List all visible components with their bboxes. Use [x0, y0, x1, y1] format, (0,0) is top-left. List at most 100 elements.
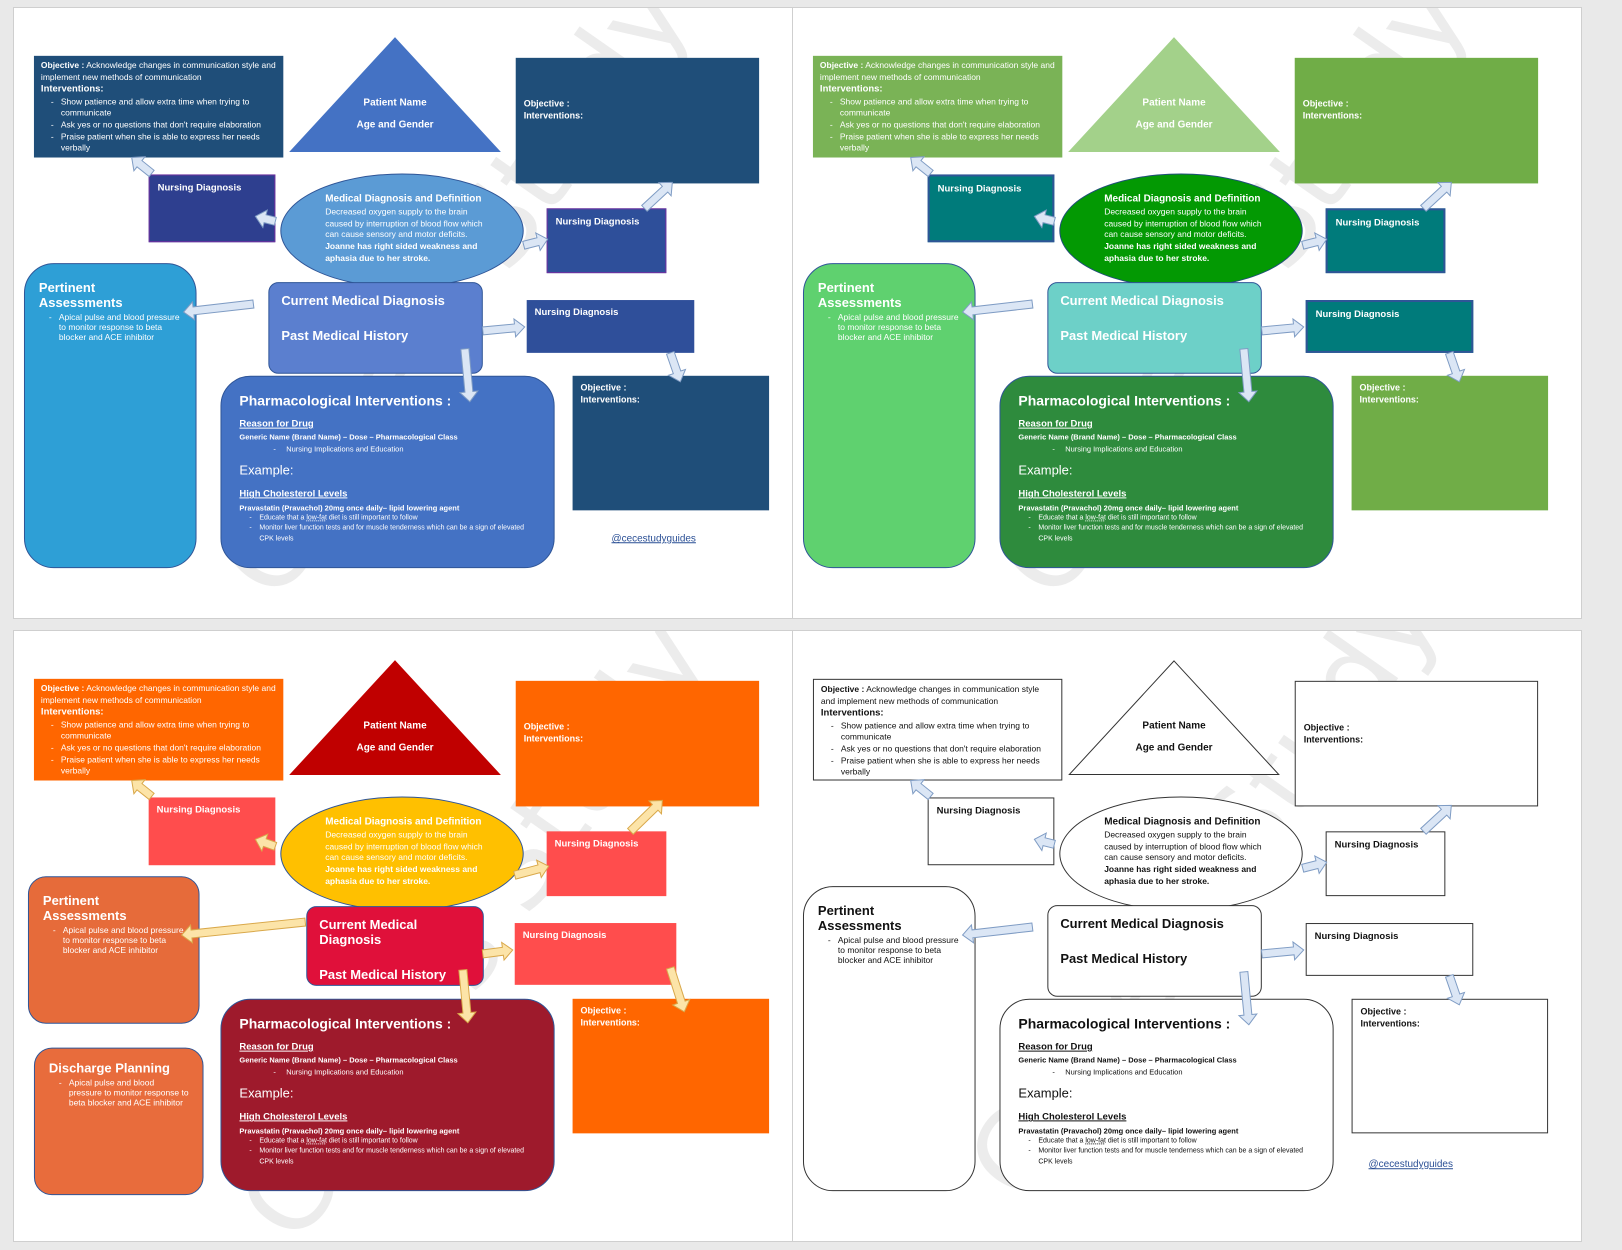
- medical-diagnosis-title: Medical Diagnosis and Definition: [325, 193, 482, 205]
- high-cholesterol: High Cholesterol Levels: [1018, 488, 1127, 500]
- panel-orange: Cece's Study Guides Objective : Acknowle…: [13, 630, 803, 1242]
- objective-label: Objective :: [580, 382, 627, 393]
- objective-box-empty: Objective : Interventions:: [515, 680, 760, 807]
- pharmacological-interventions-title: Pharmacological Interventions :: [239, 392, 452, 409]
- medical-diagnosis-definition: Decreased oxygen supply to the brain cau…: [325, 829, 483, 863]
- medical-diagnosis-note: Joanne has right sided weakness and apha…: [325, 241, 478, 263]
- nursing-diagnosis-label: Nursing Diagnosis: [1314, 931, 1399, 942]
- medical-diagnosis-ellipse: Medical Diagnosis and Definition Decreas…: [1059, 173, 1303, 289]
- generic-name-line: Generic Name (Brand Name) – Dose – Pharm…: [1018, 1055, 1237, 1065]
- intervention-item: Show patience and allow extra time when …: [830, 96, 1055, 119]
- reason-for-drug: Reason for Drug: [239, 1041, 314, 1053]
- pharmacological-interventions-box: Pharmacological Interventions : Reason f…: [220, 375, 555, 569]
- current-medical-diagnosis-label: Current Medical Diagnosis: [319, 917, 418, 947]
- educate-text-b: diet is still important to follow: [326, 514, 418, 522]
- current-medical-diagnosis-label: Current Medical Diagnosis: [1060, 916, 1224, 932]
- pertinent-assessments-box: Pertinent Assessments Apical pulse and b…: [23, 263, 197, 569]
- intervention-item: Show patience and allow extra time when …: [831, 720, 1054, 743]
- objective-label: Objective :: [1359, 382, 1406, 393]
- medical-diagnosis-title: Medical Diagnosis and Definition: [325, 816, 482, 828]
- objective-box-empty: Objective : Interventions:: [1351, 375, 1549, 511]
- example-label: Example:: [1018, 1085, 1073, 1101]
- pertinent-assessments-box: Pertinent Assessments Apical pulse and b…: [802, 886, 976, 1192]
- medical-diagnosis-ellipse: Medical Diagnosis and Definition Decreas…: [280, 796, 524, 912]
- assessment-item: Apical pulse and blood pressure to monit…: [828, 312, 961, 342]
- current-medical-diagnosis-label: Current Medical Diagnosis: [281, 293, 445, 309]
- generic-name-line: Generic Name (Brand Name) – Dose – Pharm…: [239, 1055, 458, 1065]
- patient-triangle: Patient Name Age and Gender: [1067, 659, 1280, 777]
- nursing-implications: - Nursing Implications and Education: [273, 444, 404, 454]
- handle-link[interactable]: @cecestudyguides: [1368, 1159, 1453, 1171]
- intervention-item: Praise patient when she is able to expre…: [51, 131, 276, 154]
- discharge-planning-title: Discharge Planning: [48, 1060, 170, 1076]
- interventions-label: Interventions:: [1302, 111, 1363, 122]
- patient-name: Patient Name: [363, 720, 427, 732]
- educate-item: Educate that a low-fat diet is still imp…: [249, 513, 535, 523]
- interventions-label: Interventions:: [523, 111, 584, 122]
- low-fat-text: low-fat: [306, 1137, 327, 1145]
- educate-text-b: diet is still important to follow: [1105, 1137, 1197, 1145]
- educate-item: Educate that a low-fat diet is still imp…: [1028, 513, 1314, 523]
- objective-label: Objective :: [523, 98, 570, 109]
- educate-text-b: diet is still important to follow: [1105, 514, 1197, 522]
- pravastatin-line: Pravastatin (Pravachol) 20mg once daily–…: [239, 502, 460, 512]
- nursing-diagnosis-label: Nursing Diagnosis: [1334, 839, 1419, 851]
- objective-box-empty: Objective : Interventions:: [1351, 998, 1549, 1134]
- age-gender: Age and Gender: [1135, 742, 1213, 754]
- pharmacological-interventions-box: Pharmacological Interventions : Reason f…: [220, 998, 555, 1192]
- objective-label: Objective :: [40, 682, 85, 693]
- handle-link[interactable]: @cecestudyguides: [611, 533, 696, 545]
- nursing-diagnosis-label: Nursing Diagnosis: [534, 307, 619, 318]
- educate-text-a: Educate that a: [259, 514, 307, 522]
- current-medical-diagnosis-box: Current Medical Diagnosis Past Medical H…: [306, 906, 484, 986]
- past-medical-history-label: Past Medical History: [1060, 950, 1188, 966]
- nursing-diagnosis-label: Nursing Diagnosis: [936, 805, 1021, 817]
- interventions-label: Interventions:: [819, 84, 883, 96]
- high-cholesterol: High Cholesterol Levels: [239, 488, 348, 500]
- connector-arrow: [1301, 854, 1328, 875]
- past-medical-history-label: Past Medical History: [1060, 327, 1188, 343]
- discharge-planning-box: Discharge Planning Apical pulse and bloo…: [33, 1047, 204, 1196]
- objective-box-filled: Objective : Acknowledge changes in commu…: [33, 678, 284, 781]
- nursing-diagnosis-label: Nursing Diagnosis: [156, 804, 241, 816]
- medical-diagnosis-title: Medical Diagnosis and Definition: [1104, 816, 1261, 828]
- pharmacological-interventions-box: Pharmacological Interventions : Reason f…: [999, 998, 1334, 1192]
- assessment-item: Apical pulse and blood pressure to monit…: [53, 925, 185, 955]
- current-medical-diagnosis-box: Current Medical Diagnosis Past Medical H…: [268, 282, 483, 374]
- pertinent-assessments-box: Pertinent Assessments Apical pulse and b…: [802, 263, 976, 569]
- interventions-label: Interventions:: [1303, 735, 1364, 746]
- pertinent-assessments-title: Pertinent Assessments: [38, 280, 123, 311]
- current-medical-diagnosis-label: Current Medical Diagnosis: [1060, 293, 1224, 309]
- medical-diagnosis-title: Medical Diagnosis and Definition: [1104, 193, 1261, 205]
- connector-arrow: [1420, 181, 1452, 212]
- nursing-diagnosis-box: Nursing Diagnosis: [1325, 831, 1446, 897]
- objective-box-filled: Objective : Acknowledge changes in commu…: [812, 55, 1063, 158]
- intervention-item: Show patience and allow extra time when …: [51, 96, 276, 119]
- pravastatin-line: Pravastatin (Pravachol) 20mg once daily–…: [239, 1125, 460, 1135]
- connector-arrow: [1301, 231, 1328, 252]
- panel-green: Cece's Study Guides Objective : Acknowle…: [792, 7, 1582, 619]
- connector-arrow: [481, 317, 526, 338]
- nursing-diagnosis-label: Nursing Diagnosis: [1335, 217, 1420, 229]
- patient-triangle: Patient Name Age and Gender: [288, 36, 501, 154]
- intervention-item: Praise patient when she is able to expre…: [830, 131, 1055, 154]
- low-fat-text: low-fat: [1085, 1137, 1106, 1145]
- age-gender: Age and Gender: [356, 742, 434, 754]
- nursing-diagnosis-label: Nursing Diagnosis: [157, 182, 242, 194]
- panel-white: Cece's Study Guides Objective : Acknowle…: [792, 630, 1582, 1242]
- pertinent-assessments-box: Pertinent Assessments Apical pulse and b…: [27, 876, 200, 1024]
- nursing-implications-text: Nursing Implications and Education: [1065, 1067, 1183, 1077]
- assessment-item: Apical pulse and blood pressure to monit…: [49, 312, 182, 342]
- medical-diagnosis-ellipse: Medical Diagnosis and Definition Decreas…: [1059, 796, 1303, 912]
- nursing-diagnosis-box: Nursing Diagnosis: [526, 300, 695, 353]
- nursing-diagnosis-label: Nursing Diagnosis: [1315, 309, 1400, 320]
- intervention-item: Ask yes or no questions that don't requi…: [831, 744, 1054, 756]
- example-label: Example:: [239, 1085, 294, 1101]
- educate-item: Educate that a low-fat diet is still imp…: [1028, 1136, 1314, 1146]
- objective-text: Acknowledge changes in communication sty…: [40, 59, 276, 82]
- high-cholesterol: High Cholesterol Levels: [239, 1111, 348, 1123]
- educate-text-a: Educate that a: [259, 1137, 307, 1145]
- past-medical-history-label: Past Medical History: [281, 327, 409, 343]
- pharmacological-interventions-title: Pharmacological Interventions :: [1018, 392, 1231, 409]
- interventions-label: Interventions:: [40, 84, 104, 96]
